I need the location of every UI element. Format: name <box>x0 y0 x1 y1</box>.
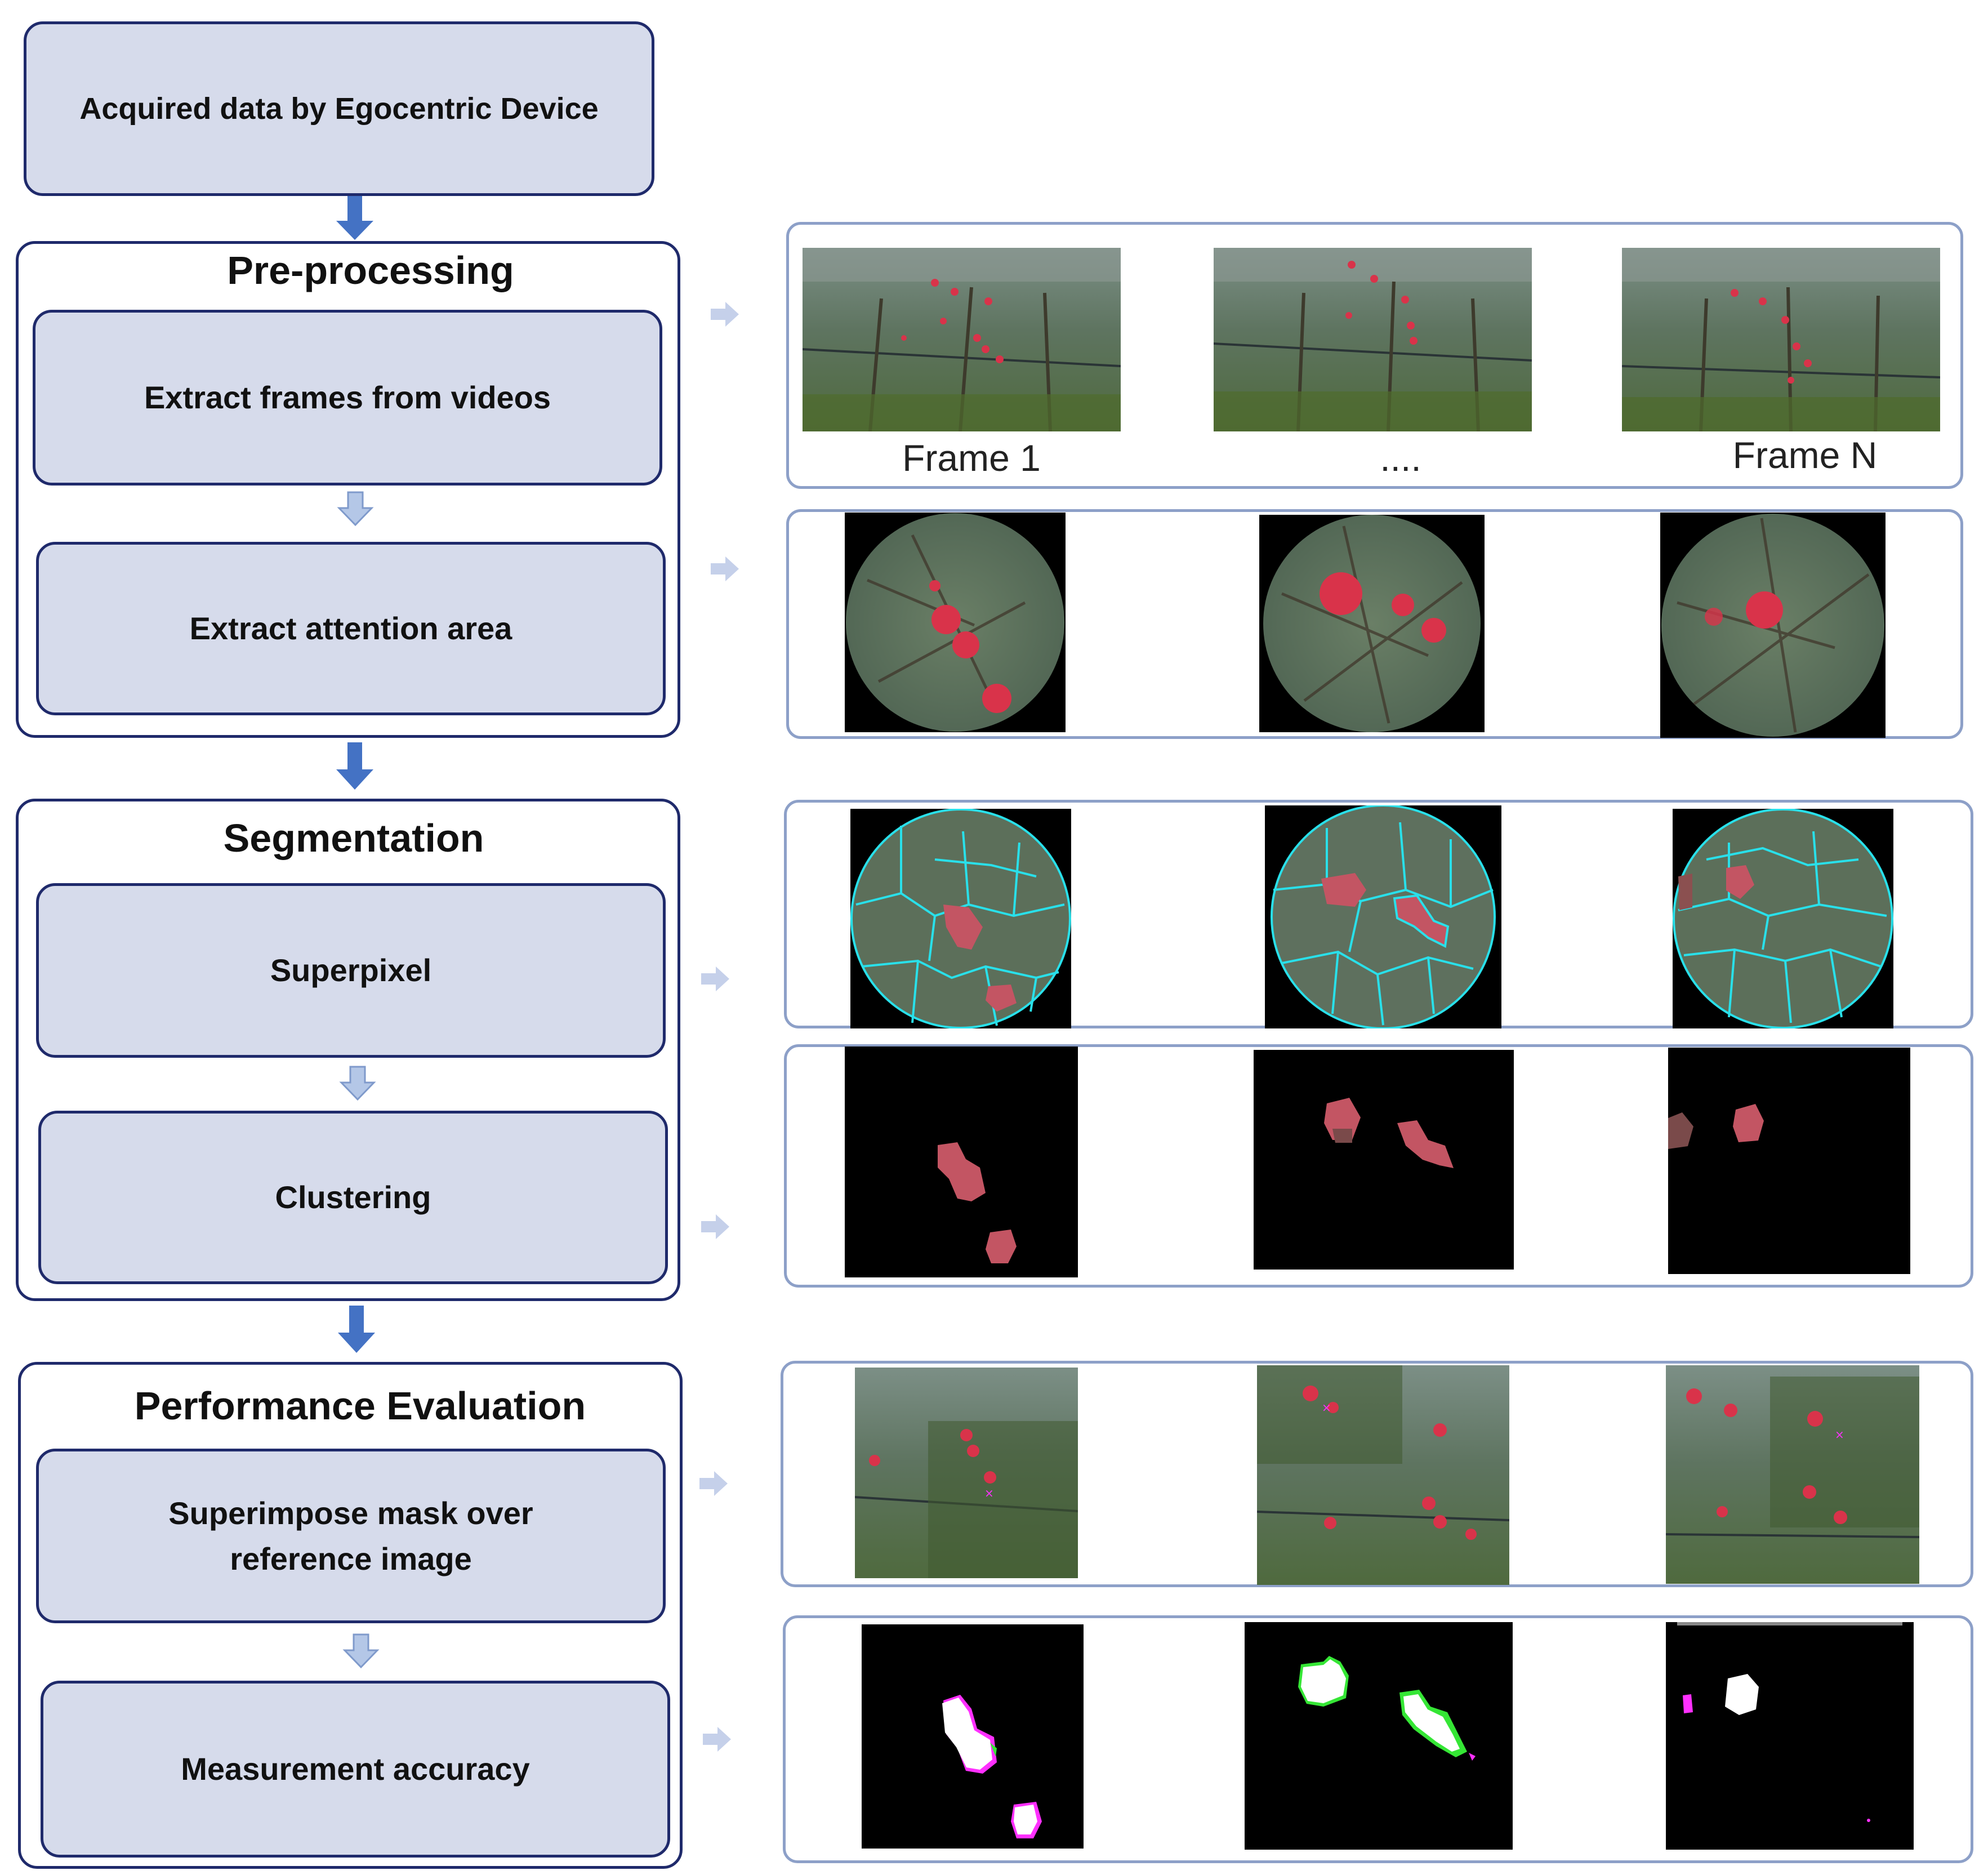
svg-text:×: × <box>1322 1401 1331 1414</box>
inner-arrow-down-icon <box>342 1633 380 1669</box>
superpixel-image <box>850 809 1071 1028</box>
side-arrow-right-icon <box>703 1727 731 1752</box>
inner-arrow-down-icon <box>339 1066 376 1101</box>
side-arrow-right-icon <box>701 1214 729 1239</box>
frame-caption: Frame N <box>1732 434 1878 476</box>
frame-caption: Frame 1 <box>902 437 1041 479</box>
step-acquired-data: Acquired data by Egocentric Device <box>24 21 654 196</box>
svg-text:×: × <box>984 1486 994 1500</box>
attention-image <box>845 513 1066 732</box>
group-title-preprocessing: Pre-processing <box>227 248 514 292</box>
side-arrow-right-icon <box>711 556 739 581</box>
main-arrow-down-icon <box>336 196 373 240</box>
side-arrow-right-icon <box>701 967 729 991</box>
superimposed-image: × <box>1257 1365 1509 1585</box>
accuracy-mask-image <box>1245 1622 1513 1850</box>
superpixel-image <box>1673 809 1893 1028</box>
frame-image <box>1622 248 1940 431</box>
group-title-segmentation: Segmentation <box>223 816 484 860</box>
step-extract-attention: Extract attention area <box>36 542 666 715</box>
main-arrow-down-icon <box>336 742 373 790</box>
cluster-mask-image <box>845 1046 1078 1277</box>
step-superpixel: Superpixel <box>36 883 666 1058</box>
superimposed-image: × <box>855 1368 1078 1578</box>
step-measurement-accuracy: Measurement accuracy <box>41 1681 670 1858</box>
svg-text:×: × <box>1835 1428 1844 1441</box>
frame-caption: .... <box>1380 437 1421 479</box>
attention-image <box>1660 513 1886 738</box>
superpixel-image <box>1265 805 1501 1028</box>
side-arrow-right-icon <box>711 302 739 327</box>
group-title-performance-evaluation: Performance Evaluation <box>134 1384 586 1428</box>
step-extract-frames: Extract frames from videos <box>33 310 662 486</box>
main-arrow-down-icon <box>338 1306 375 1353</box>
inner-arrow-down-icon <box>337 491 374 527</box>
cluster-mask-image <box>1668 1048 1910 1274</box>
step-superimpose-mask: Superimpose mask over reference image <box>36 1449 666 1623</box>
step-clustering: Clustering <box>38 1111 668 1284</box>
superimposed-image: × <box>1666 1365 1919 1584</box>
side-arrow-right-icon <box>699 1471 728 1496</box>
frame-image <box>803 248 1121 431</box>
accuracy-mask-image <box>1666 1622 1914 1850</box>
cluster-mask-image <box>1254 1050 1514 1270</box>
frame-image <box>1214 248 1532 431</box>
attention-image <box>1259 515 1485 732</box>
accuracy-mask-image <box>862 1624 1084 1849</box>
